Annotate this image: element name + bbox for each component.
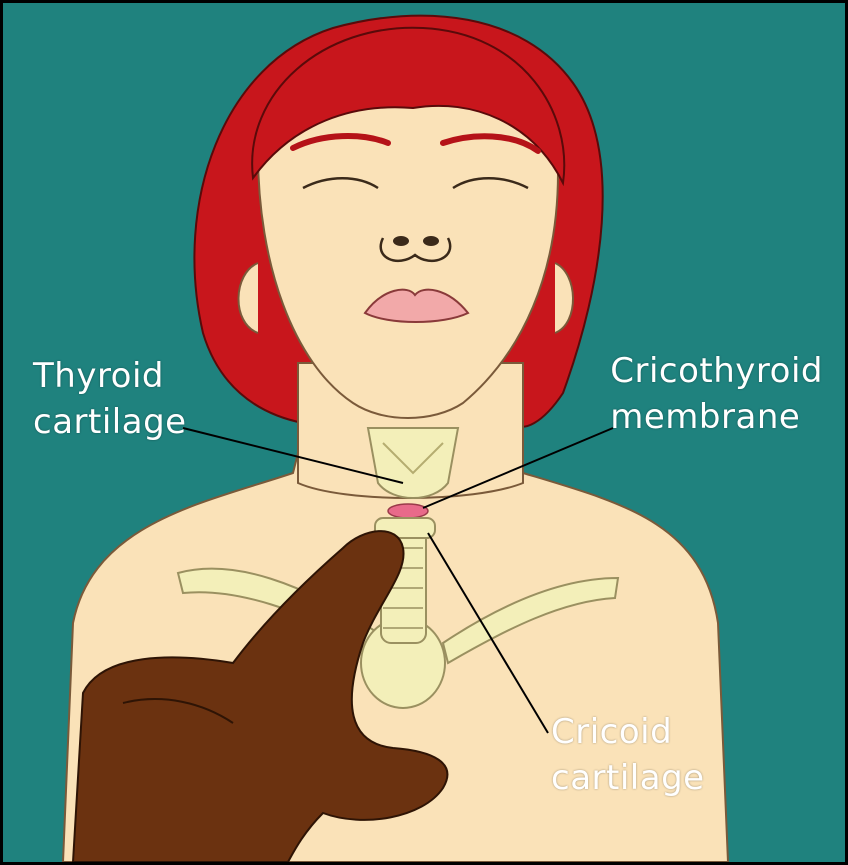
nostril-right	[423, 236, 439, 246]
label-cricoid-cartilage: Cricoid cartilage	[551, 709, 705, 801]
cricothyroid-membrane	[388, 504, 428, 518]
label-thyroid-cartilage: Thyroid cartilage	[33, 353, 187, 445]
thyroid-cartilage	[368, 428, 458, 498]
label-line-1: Thyroid	[33, 353, 187, 399]
label-cricothyroid-membrane: Cricothyroid membrane	[610, 348, 823, 440]
nostril-left	[393, 236, 409, 246]
label-line-1: Cricoid	[551, 709, 705, 755]
label-line-2: cartilage	[551, 755, 705, 801]
label-line-2: cartilage	[33, 399, 187, 445]
label-line-1: Cricothyroid	[610, 348, 823, 394]
label-line-2: membrane	[610, 394, 823, 440]
